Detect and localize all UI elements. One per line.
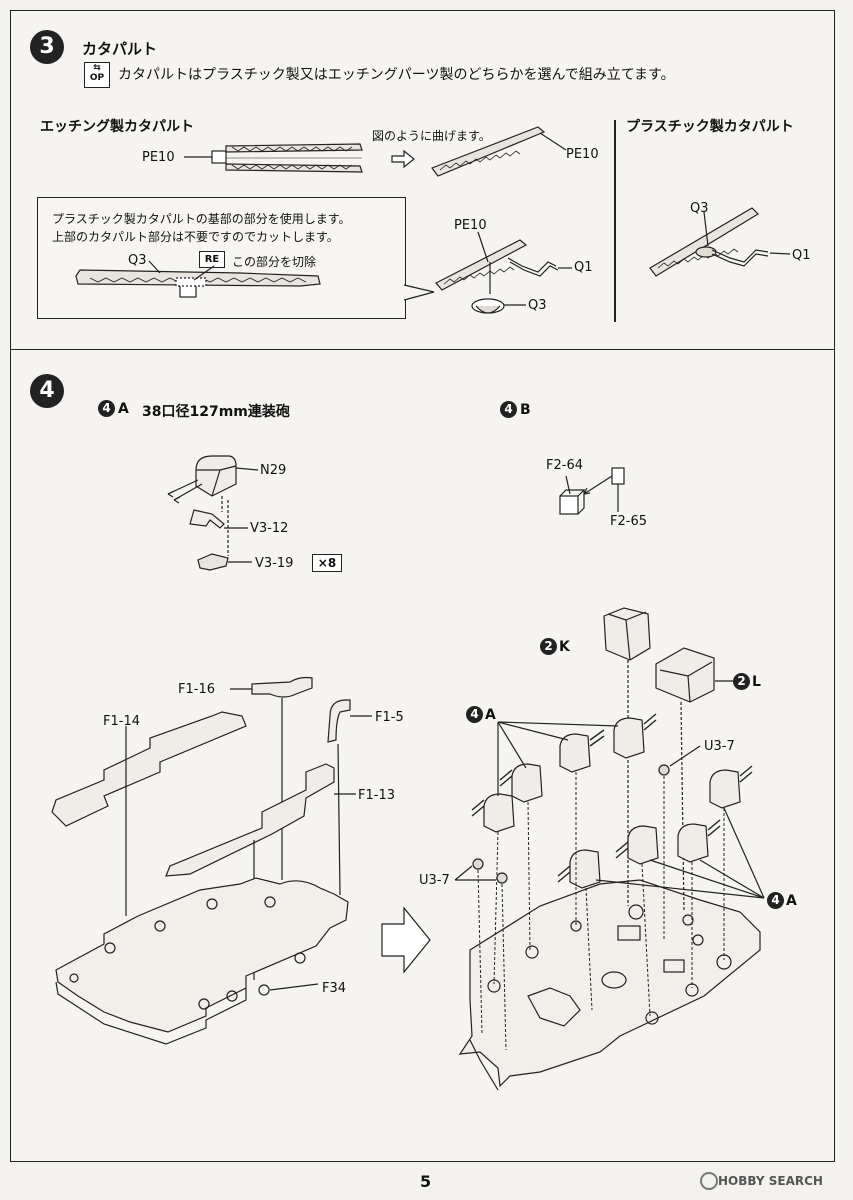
step3-divider (614, 120, 616, 322)
callout-k-letter: K (559, 639, 570, 655)
watermark-logo: HOBBY SEARCH (718, 1174, 823, 1188)
callout-4a-right-letter: A (786, 893, 797, 909)
step3-title: カタパルト (82, 40, 158, 58)
label-f1-13: F1-13 (358, 788, 395, 803)
label-q3-assembly: Q3 (528, 298, 547, 313)
op-badge-label: OP (89, 73, 105, 83)
label-v3-19: V3-19 (255, 556, 294, 571)
label-pe10-bent: PE10 (566, 147, 599, 162)
label-q3-base: Q3 (128, 253, 147, 268)
label-f1-5: F1-5 (375, 710, 404, 725)
step3-number: 3 (30, 30, 64, 64)
multiplier-badge: ×8 (312, 554, 342, 572)
label-q1-plastic: Q1 (792, 248, 811, 263)
etching-catapult-title: エッチング製カタパルト (40, 119, 194, 135)
op-badge: ⇆OP (84, 62, 110, 88)
sub-a-badge: 4 (98, 400, 115, 417)
label-v3-12: V3-12 (250, 521, 289, 536)
label-pe10-etching: PE10 (142, 150, 175, 165)
label-f1-16: F1-16 (178, 682, 215, 697)
page-number: 5 (420, 1172, 432, 1191)
label-u3-7-right: U3-7 (704, 739, 735, 754)
label-pe10-assembly: PE10 (454, 218, 487, 233)
sub-a-letter: A (118, 401, 129, 417)
label-u3-7-left: U3-7 (419, 873, 450, 888)
sub-b-letter: B (520, 402, 531, 418)
callout-l-badge: 2 (733, 673, 750, 690)
sub-a-title: 38口径127mm連装砲 (142, 404, 290, 420)
label-n29: N29 (260, 463, 287, 478)
note-line-1: プラスチック製カタパルトの基部の部分を使用します。 (52, 212, 351, 226)
callout-4a-left-letter: A (485, 707, 496, 723)
label-q1-assembly: Q1 (574, 260, 593, 275)
watermark-icon (700, 1172, 718, 1190)
cut-label: この部分を切除 (232, 255, 317, 269)
plastic-catapult-title: プラスチック製カタパルト (626, 119, 794, 135)
step3-instruction: カタパルトはプラスチック製又はエッチングパーツ製のどちらかを選んで組み立てます。 (118, 67, 675, 83)
label-f34: F34 (322, 981, 347, 996)
label-f2-64: F2-64 (546, 458, 583, 473)
callout-k-badge: 2 (540, 638, 557, 655)
callout-4a-right-badge: 4 (767, 892, 784, 909)
note-line-2: 上部のカタパルト部分は不要ですのでカットします。 (52, 230, 339, 244)
callout-4a-left-badge: 4 (466, 706, 483, 723)
sub-b-badge: 4 (500, 401, 517, 418)
label-f2-65: F2-65 (610, 514, 647, 529)
step4-number: 4 (30, 374, 64, 408)
label-f1-14: F1-14 (103, 714, 140, 729)
bend-note: 図のように曲げます。 (372, 129, 491, 143)
callout-l-letter: L (752, 674, 761, 690)
